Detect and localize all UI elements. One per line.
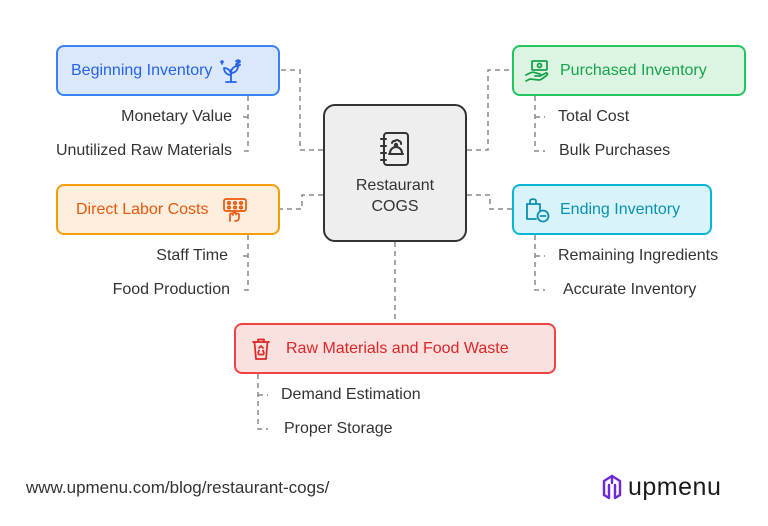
leaf-proper-storage: Proper Storage [284,420,393,437]
connector-center-beginning [280,69,323,151]
brand-logo[interactable]: upmenu [600,472,721,502]
brand-name: upmenu [628,473,722,501]
connector-beginning-leaves [240,96,249,152]
center-node[interactable]: Restaurant COGS [323,104,467,242]
node-label: Raw Materials and Food Waste [286,339,509,357]
connector-center-purchased [467,69,512,151]
connector-ending-leaves [534,235,545,291]
node-raw-materials-waste[interactable]: Raw Materials and Food Waste [234,323,556,374]
node-label: Direct Labor Costs [76,200,209,218]
connector-center-direct-labor [280,194,323,210]
node-beginning-inventory[interactable]: Beginning Inventory [56,45,280,96]
leaf-monetary-value: Monetary Value [121,108,232,125]
leaf-total-cost: Total Cost [558,108,630,125]
connector-direct-labor-leaves [240,235,249,291]
recycle-bin-icon [248,336,274,362]
leaf-food-production: Food Production [112,281,230,298]
notebook-cloche-icon [375,129,415,169]
footer-url[interactable]: www.upmenu.com/blog/restaurant-cogs/ [26,478,330,497]
node-label: Ending Inventory [560,200,681,218]
leaf-remaining-ingredients: Remaining Ingredients [558,247,719,264]
hand-cash-icon [524,58,550,84]
hand-grid-icon [222,197,248,223]
upmenu-logo-icon [600,473,624,501]
leaf-staff-time: Staff Time [156,247,228,264]
node-direct-labor-costs[interactable]: Direct Labor Costs [56,184,280,235]
leaf-demand-estimation: Demand Estimation [281,386,421,403]
leaf-unutilized-raw-materials: Unutilized Raw Materials [55,142,232,159]
node-purchased-inventory[interactable]: Purchased Inventory [512,45,746,96]
node-ending-inventory[interactable]: Ending Inventory [512,184,712,235]
center-title: Restaurant COGS [355,177,435,215]
money-plant-icon [218,58,244,84]
leaf-bulk-purchases: Bulk Purchases [559,142,671,159]
node-label: Beginning Inventory [71,61,213,79]
leaf-accurate-inventory: Accurate Inventory [563,281,697,298]
connector-waste-leaves [257,374,268,430]
bag-minus-icon [524,197,550,223]
connector-center-ending [467,194,512,210]
connector-purchased-leaves [534,96,545,152]
node-label: Purchased Inventory [560,61,707,79]
